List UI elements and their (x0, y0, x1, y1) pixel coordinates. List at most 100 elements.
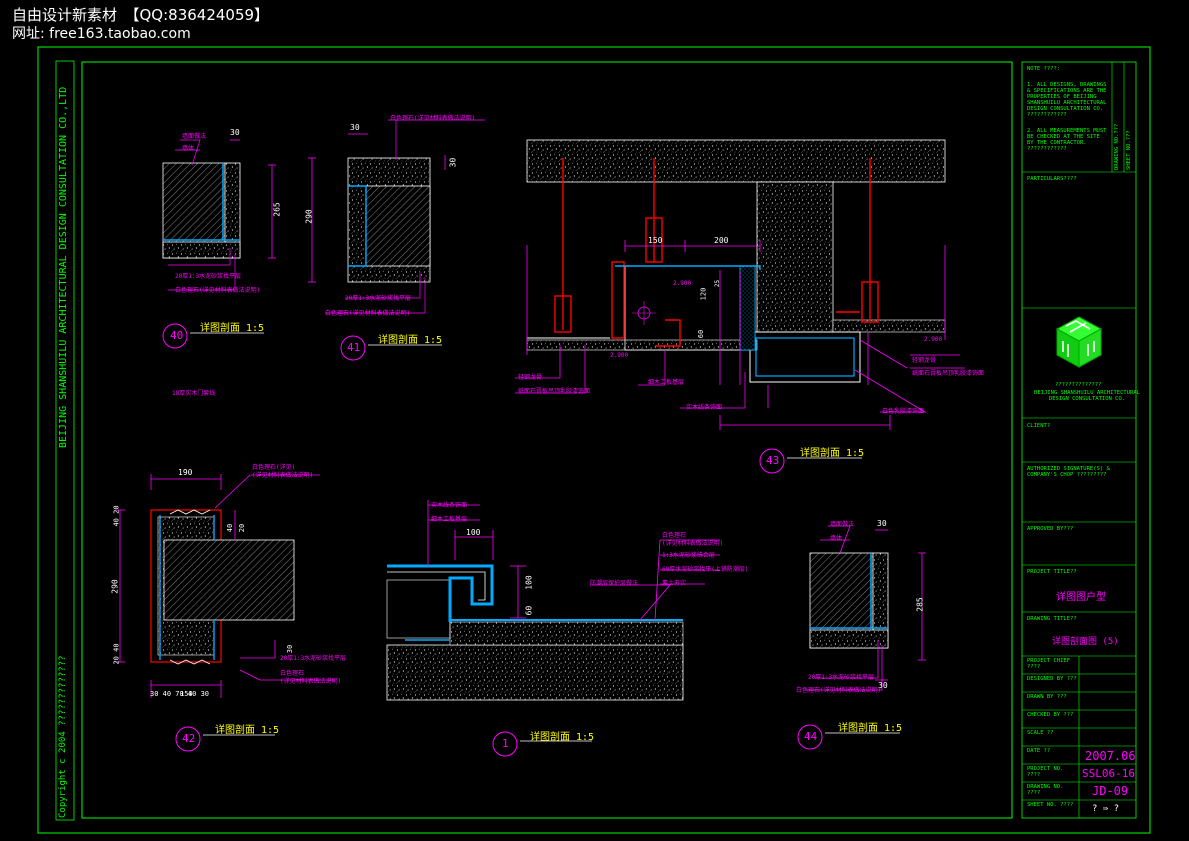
note-44-a: 墙面做法 (830, 521, 855, 528)
detail-44-caption: 详图剖面 1:5 (838, 723, 903, 734)
note-42-a: 白色理石(详见) (252, 464, 296, 471)
detail-40-number: 40 (170, 329, 184, 342)
dim-40-height: 265 (272, 202, 282, 217)
title-block-grid (1022, 62, 1136, 818)
note-1-a: 实木线条饰面 (431, 502, 468, 509)
note-40-a: 墙面做法 (182, 133, 207, 140)
checked-by-label: CHECKED BY ??? (1027, 712, 1074, 718)
note-2: 2. ALL MEASUREMENTS MUST BE CHECKED AT T… (1027, 128, 1107, 152)
dim-43-elev-2: 2.900 (610, 352, 629, 359)
detail-42-caption: 详图剖面 1:5 (215, 725, 280, 736)
note-42-e: (详见材料表做法说明) (280, 678, 342, 685)
approved-label: APPROVED BY??? (1027, 526, 1074, 532)
dim-44-bottom: 30 (878, 681, 888, 690)
note-1-g: 素土夯实 (662, 580, 687, 587)
note-1-c: 白色理石 (662, 532, 687, 539)
dim-43-e: 25 (714, 279, 722, 288)
drawing-title-label: DRAWING TITLE?? (1027, 616, 1077, 622)
dim-43-c: 120 (699, 287, 708, 301)
company-name-cn: ?????????????? (1055, 382, 1102, 388)
sheet-no-label: SHEET NO. ???? (1027, 802, 1074, 808)
dim-1-c: 60 (524, 605, 534, 616)
dim-41-side: 30 (448, 157, 458, 168)
note-43-r2: 纸面石膏板吊顶乳胶漆饰面 (912, 370, 985, 377)
sheet-no-value: ? ⇛ ? (1092, 804, 1120, 814)
note-43-r3: 白色乳胶漆饰面 (882, 408, 925, 415)
dim-42-h: 290 (110, 579, 120, 594)
note-44-c: 20厚1:3水泥砂浆找平层 (808, 674, 875, 681)
company-vertical-text: BEIJING SHANSHUILU ARCHITECTURAL DESIGN … (58, 86, 69, 448)
note-42-d: 白色理石 (280, 670, 305, 677)
project-title-label: PROJECT TITLE?? (1027, 569, 1077, 575)
note-1: 1. ALL DESIGNS, DRAWINGS & SPECIFICATION… (1027, 82, 1107, 118)
note-41-a: 20厚1:3水泥砂浆找平层 (345, 295, 412, 302)
dim-42-total: 150 (180, 690, 193, 698)
detail-43-drawing (515, 139, 965, 474)
detail-41-number: 41 (347, 341, 361, 354)
note-40-b: 墙体 (182, 145, 195, 152)
note-43-r1: 轻钢龙骨 (912, 357, 937, 364)
note-40-c: 20厚1:3水泥砂浆找平层 (175, 273, 242, 280)
outer-frame (37, 46, 1151, 834)
dim-43-elev-3: 2.900 (924, 336, 943, 343)
dim-40-top: 30 (230, 128, 240, 137)
dim-42-b: 20 (238, 523, 247, 533)
drawing-no-value: JD-09 (1092, 784, 1129, 798)
note-42-c: 20厚1:3水泥砂浆找平层 (280, 655, 347, 662)
detail-42-drawing (115, 474, 335, 752)
note-43-l1: 轻钢龙骨 (518, 374, 543, 381)
note-44-b: 墙体 (830, 535, 843, 542)
note-41-b: 白色理石(详见材料表做法说明) (325, 310, 411, 317)
detail-44-drawing (797, 525, 926, 750)
designed-by-label: DESIGNED BY ??? (1027, 676, 1077, 682)
project-no-value: SSL06-16 (1082, 767, 1135, 780)
scale-label: SCALE ?? (1027, 730, 1054, 736)
project-no-label: PROJECT NO. ???? (1027, 766, 1064, 778)
detail-1-number: 1 (502, 737, 509, 750)
note-1-d: (详见材料表做法说明) (662, 540, 724, 547)
drawing-area-frame (81, 61, 1013, 819)
note-label: NOTE ????: (1027, 66, 1061, 72)
door-note: 18厚实木门套线 (172, 390, 216, 397)
note-1-e: 1:3水泥砂浆结合层 (662, 552, 715, 559)
project-title-value: 详图图户型 (1056, 592, 1106, 603)
copyright-text: Copyright c 2004 ????????????? (58, 655, 68, 818)
dim-43-b: 200 (714, 236, 729, 245)
particulars-label: PARTICULARS???? (1027, 176, 1077, 182)
left-strip (55, 60, 75, 821)
note-43-l3: 细木工板基层 (648, 379, 685, 386)
detail-42-number: 42 (182, 732, 196, 745)
note-44-d: 白色理石(详见材料表做法说明) (796, 687, 882, 694)
watermark-line-1: 自由设计新素材 【QQ:836424059】 (12, 6, 270, 24)
dim-43-d: 60 (697, 329, 706, 339)
date-value: 2007.06 (1085, 749, 1136, 763)
detail-40-drawing (162, 139, 276, 349)
company-name-en: BEIJING SHANSHUILU ARCHITECTURAL DESIGN … (1034, 390, 1140, 402)
note-43-l4: 实木线条饰面 (686, 404, 723, 411)
drawing-title-value: 详图剖面图 (5) (1052, 637, 1119, 647)
detail-1-drawing (386, 500, 720, 757)
dim-41-height: 290 (304, 209, 314, 224)
dim-44-height: 285 (915, 597, 925, 612)
revision-label-2: SHEET NO.??? (1126, 130, 1132, 170)
dim-42-top: 190 (178, 468, 193, 477)
dim-1-a: 100 (466, 528, 481, 537)
dim-42-left-a: 40 20 (112, 505, 121, 527)
drawing-no-label: DRAWING NO. ???? (1027, 784, 1064, 796)
note-1-f: 60厚水泥砂浆找平(上铺防潮层) (662, 566, 749, 573)
dim-42-c: 30 (286, 644, 295, 654)
note-1-h: 防潮层保护层做法 (590, 580, 639, 587)
revision-label-1: DRAWING NO.??? (1114, 123, 1120, 170)
client-label: CLIENT? (1027, 423, 1051, 429)
detail-1-caption: 详图剖面 1:5 (530, 732, 595, 743)
dim-1-b: 100 (524, 575, 534, 590)
detail-41-caption: 详图剖面 1:5 (378, 335, 443, 346)
detail-40-caption: 详图剖面 1:5 (200, 323, 265, 334)
note-40-d: 白色理石(详见材料表做法说明) (175, 287, 261, 294)
detail-43-number: 43 (766, 454, 780, 467)
detail-43-caption: 详图剖面 1:5 (800, 448, 865, 459)
detail-44-number: 44 (804, 730, 818, 743)
drawn-by-label: DRAWN BY ??? (1027, 694, 1067, 700)
dim-43-a: 150 (648, 236, 663, 245)
